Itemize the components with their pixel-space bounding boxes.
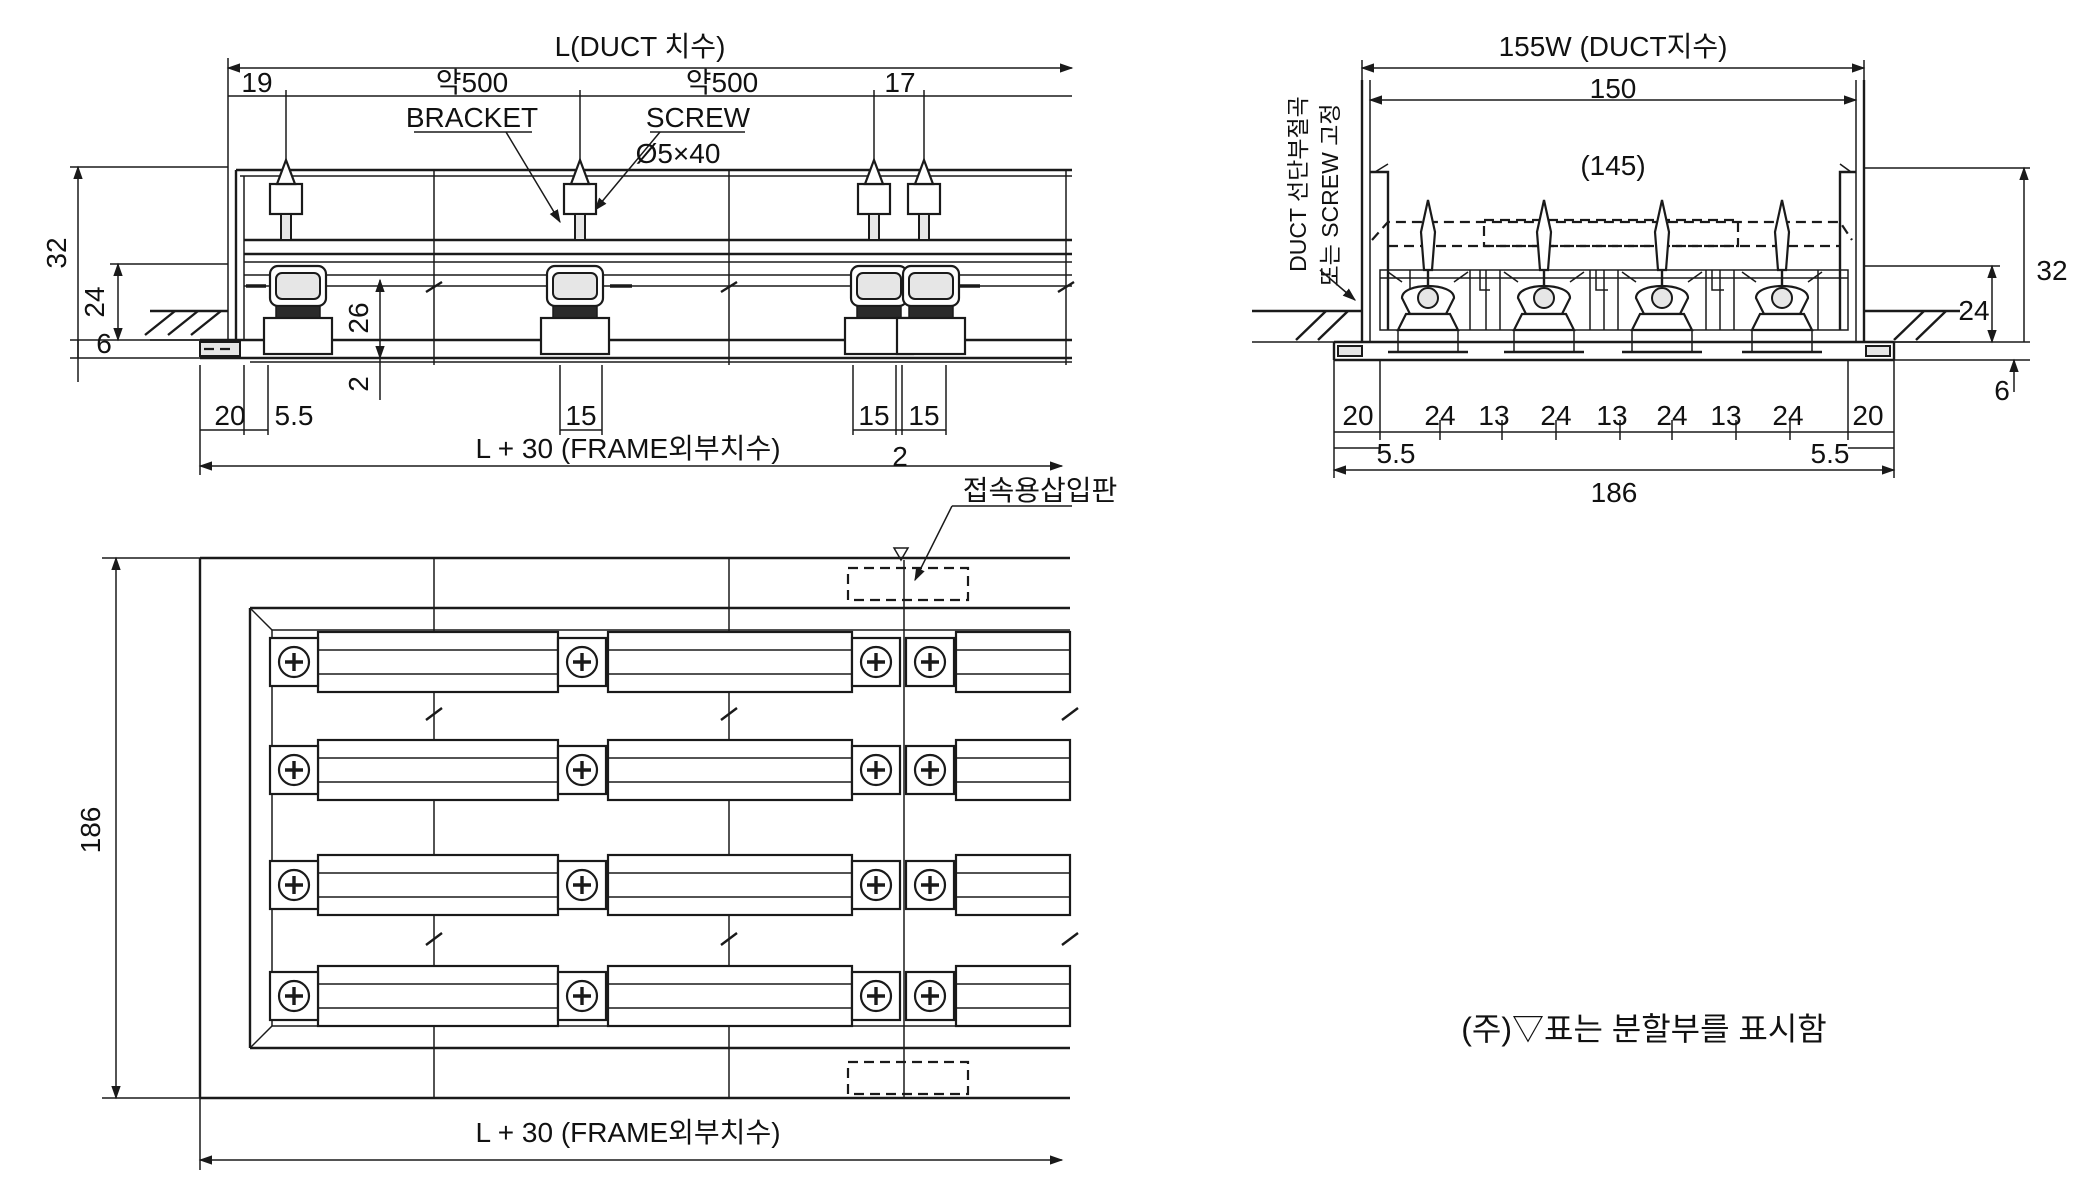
section-bottom-dim-7: 24 bbox=[1772, 400, 1803, 431]
duct-length-label: L(DUCT 치수) bbox=[555, 31, 726, 62]
section-bottom-dim-4: 13 bbox=[1596, 400, 1627, 431]
section-bottom-dim-3: 24 bbox=[1540, 400, 1571, 431]
side-view: L(DUCT 치수) 19 약500 약500 17 BRACKET SCREW… bbox=[41, 31, 1075, 475]
blade-row-3 bbox=[268, 853, 1072, 917]
damper-assembly-1 bbox=[262, 158, 334, 356]
side-dim-2-bottom: 2 bbox=[892, 441, 908, 472]
side-dim-15-a: 15 bbox=[565, 400, 596, 431]
screw-label: SCREW bbox=[646, 102, 751, 133]
section-total-width: 186 bbox=[1591, 477, 1638, 508]
section-bottom-dim-2: 13 bbox=[1478, 400, 1509, 431]
dim-19: 19 bbox=[241, 67, 272, 98]
side-dim-20: 20 bbox=[214, 400, 245, 431]
profile-dividers bbox=[1409, 270, 1819, 330]
section-bottom-dim-6: 13 bbox=[1710, 400, 1741, 431]
section-dim-145: (145) bbox=[1580, 150, 1645, 181]
section-dim-150: 150 bbox=[1590, 73, 1637, 104]
blade-row-1 bbox=[268, 630, 1072, 694]
plan-height-label: 186 bbox=[75, 807, 106, 854]
split-note: (주)▽표는 분할부를 표시함 bbox=[1461, 1011, 1827, 1047]
side-dim-5-5: 5.5 bbox=[275, 400, 314, 431]
plan-view: 접속용삽입판 bbox=[75, 475, 1117, 1170]
damper-assembly-2 bbox=[539, 158, 611, 356]
screw-size-label: Ø5×40 bbox=[636, 138, 721, 169]
section-dim-5-5-right: 5.5 bbox=[1811, 438, 1850, 469]
dim-approx-500-a: 약500 bbox=[436, 67, 508, 98]
side-dim-15-c: 15 bbox=[908, 400, 939, 431]
section-dim-6: 6 bbox=[1994, 375, 2010, 406]
side-dim-2-vertical: 2 bbox=[343, 376, 374, 392]
side-dim-15-b: 15 bbox=[858, 400, 889, 431]
blade-row-4 bbox=[268, 964, 1072, 1028]
side-dim-24: 24 bbox=[79, 286, 110, 317]
section-dim-24: 24 bbox=[1958, 295, 1989, 326]
section-view: 155W (DUCT지수) 150 (145) DUCT 선단부절곡 또는 SC… bbox=[1252, 31, 2068, 508]
split-break-marks bbox=[425, 170, 1075, 365]
plan-frame-length-label: L + 30 (FRAME외부치수) bbox=[475, 1117, 780, 1148]
dim-17: 17 bbox=[884, 67, 915, 98]
section-bottom-dim-0: 20 bbox=[1342, 400, 1373, 431]
bracket-label: BRACKET bbox=[406, 102, 538, 133]
section-bottom-dim-8: 20 bbox=[1852, 400, 1883, 431]
side-dim-32: 32 bbox=[41, 237, 72, 268]
side-dim-26: 26 bbox=[343, 302, 374, 333]
section-dim-32: 32 bbox=[2036, 255, 2067, 286]
insert-plate-label: 접속용삽입판 bbox=[963, 475, 1118, 506]
blade-row-2 bbox=[268, 738, 1072, 802]
duct-fixing-line1: DUCT 선단부절곡 bbox=[1285, 96, 1311, 272]
side-frame-length-label: L + 30 (FRAME외부치수) bbox=[475, 433, 780, 464]
duct-fixing-line2: 또는 SCREW 고정 bbox=[1317, 103, 1343, 286]
section-bottom-dim-1: 24 bbox=[1424, 400, 1455, 431]
section-dim-5-5-left: 5.5 bbox=[1377, 438, 1416, 469]
section-bottom-dims: 20 24 13 24 13 24 13 24 20 5.5 5.5 186 bbox=[1332, 360, 1896, 508]
section-duct-width-label: 155W (DUCT지수) bbox=[1499, 31, 1728, 62]
side-dim-6: 6 bbox=[96, 328, 112, 359]
damper-assembly-4 bbox=[895, 158, 967, 356]
section-bottom-dim-5: 24 bbox=[1656, 400, 1687, 431]
dim-approx-500-b: 약500 bbox=[686, 67, 758, 98]
